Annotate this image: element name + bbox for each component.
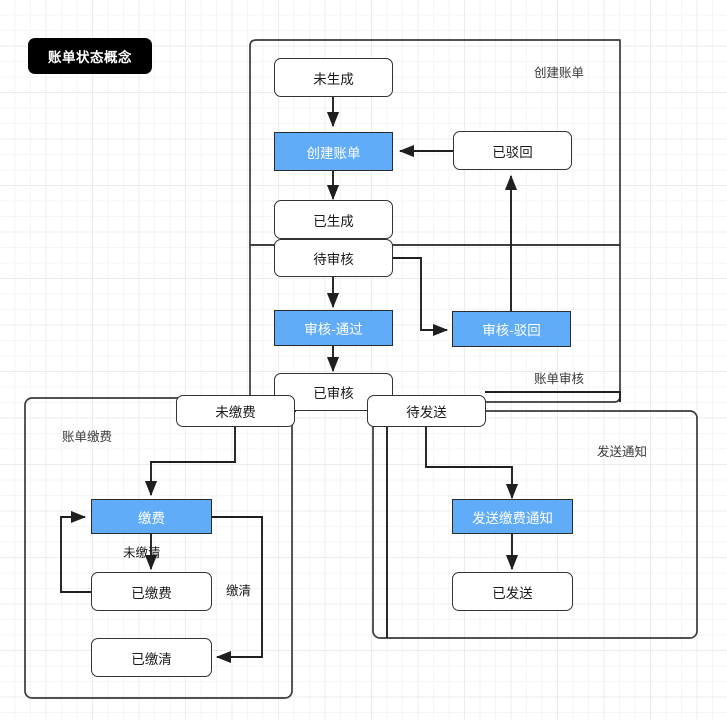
edge-label-not-settled: 未缴清 (123, 546, 161, 560)
edge-n9-n11 (144, 426, 236, 497)
edge-n12-n11 (60, 510, 91, 593)
node-pending-audit[interactable]: 待审核 (274, 239, 393, 277)
group-label-notify: 发送通知 (597, 445, 648, 459)
node-paid[interactable]: 已缴费 (91, 572, 212, 611)
node-send-payment-notice[interactable]: 发送缴费通知 (452, 499, 573, 534)
node-audit-rejected[interactable]: 审核-驳回 (452, 311, 571, 347)
node-generated[interactable]: 已生成 (274, 200, 393, 239)
group-label-create: 创建账单 (534, 66, 585, 80)
node-pending-send[interactable]: 待发送 (367, 395, 486, 427)
node-pay[interactable]: 缴费 (91, 499, 212, 534)
node-settled[interactable]: 已缴清 (91, 638, 212, 677)
node-unpaid[interactable]: 未缴费 (176, 395, 295, 427)
edge-n5-n7 (393, 257, 449, 337)
node-audit-passed[interactable]: 审核-通过 (274, 310, 393, 346)
edge-audit-rail (485, 391, 621, 402)
diagram-title-badge: 账单状态概念 (28, 38, 152, 74)
group-label-pay: 账单缴费 (62, 430, 113, 444)
edge-label-settled: 缴清 (226, 584, 252, 598)
page-title: 账单状态概念 (48, 50, 132, 65)
edge-n10-n14 (425, 426, 519, 500)
node-create-bill[interactable]: 创建账单 (274, 132, 393, 171)
node-sent[interactable]: 已发送 (452, 572, 573, 611)
group-label-audit: 账单审核 (534, 372, 585, 386)
node-ungenerated[interactable]: 未生成 (274, 58, 393, 97)
node-rejected[interactable]: 已驳回 (453, 131, 572, 170)
